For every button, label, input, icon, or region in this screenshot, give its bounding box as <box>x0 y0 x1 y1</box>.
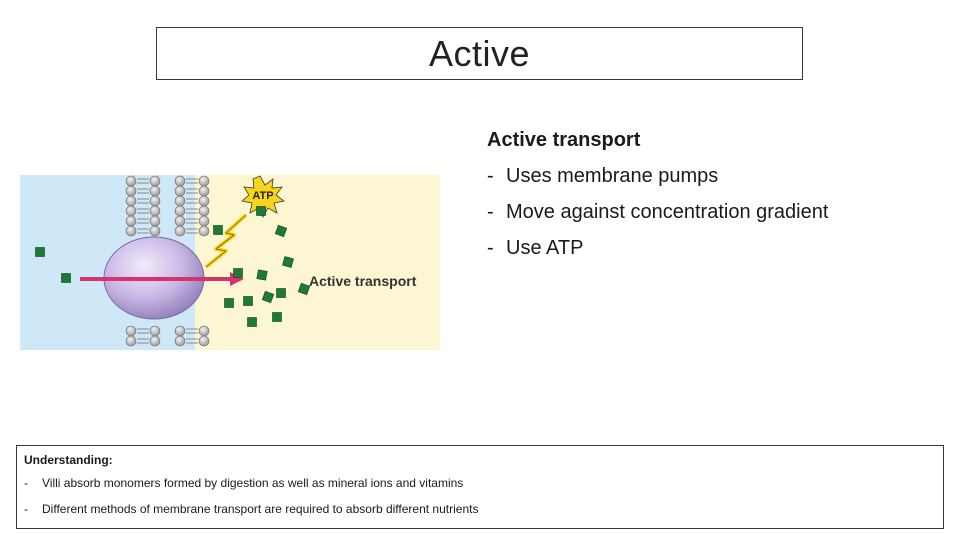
understanding-heading: Understanding: <box>24 453 113 467</box>
lipid-head <box>198 205 210 217</box>
lipid-head <box>125 195 137 207</box>
lipid-head <box>198 225 210 237</box>
lipid-head <box>149 335 161 347</box>
lipid-head <box>198 325 210 337</box>
understanding-dash: - <box>24 476 28 490</box>
understanding-item: -Different methods of membrane transport… <box>24 496 936 522</box>
lipid-head <box>174 205 186 217</box>
atp-label: ATP <box>252 190 273 202</box>
lipid-head <box>149 175 161 187</box>
lipid-head <box>149 325 161 337</box>
molecule <box>243 296 253 306</box>
lipid-head <box>198 335 210 347</box>
page-title: Active <box>428 32 531 74</box>
lipid-head <box>149 215 161 227</box>
bullet-dash: - <box>487 165 494 187</box>
lipid-head <box>198 215 210 227</box>
bullet-text: Uses membrane pumps <box>506 165 719 187</box>
molecule <box>282 256 294 268</box>
phospholipid-bilayer <box>125 175 210 347</box>
lipid-head <box>125 215 137 227</box>
bullet-item: -Use ATP <box>487 230 927 266</box>
understanding-text: Different methods of membrane transport … <box>42 502 479 516</box>
lipid-head <box>174 325 186 337</box>
lipid-head <box>149 205 161 217</box>
understanding-item: -Villi absorb monomers formed by digesti… <box>24 470 936 496</box>
molecule <box>224 298 234 308</box>
molecule <box>256 206 266 216</box>
lipid-head <box>174 335 186 347</box>
understanding-text: Villi absorb monomers formed by digestio… <box>42 476 464 490</box>
bullet-list: Active transport -Uses membrane pumps -M… <box>487 122 927 266</box>
title-box: Active <box>156 27 803 80</box>
bullet-dash: - <box>487 237 494 259</box>
lipid-head <box>198 195 210 207</box>
lipid-head <box>149 195 161 207</box>
bullet-heading: Active transport <box>487 129 641 151</box>
lipid-head <box>149 185 161 197</box>
inside-region <box>195 175 440 350</box>
lipid-head <box>174 185 186 197</box>
molecule <box>35 247 45 257</box>
lipid-head <box>125 325 137 337</box>
understanding-dash: - <box>24 502 28 516</box>
lipid-head <box>198 185 210 197</box>
molecule <box>274 224 288 238</box>
lipid-head <box>125 225 137 237</box>
molecule <box>213 225 223 235</box>
lipid-head <box>149 225 161 237</box>
molecule-group <box>35 206 311 327</box>
bullet-item: -Uses membrane pumps <box>487 158 927 194</box>
arrow-label: Active transport <box>309 273 417 289</box>
lipid-head <box>174 195 186 207</box>
lipid-head <box>174 175 186 187</box>
lipid-head <box>125 175 137 187</box>
molecule <box>61 273 71 283</box>
bullet-text: Move against concentration gradient <box>506 201 829 223</box>
molecule <box>272 312 282 322</box>
lipid-head <box>125 335 137 347</box>
bullet-item: -Move against concentration gradient <box>487 194 927 230</box>
molecule <box>256 269 268 281</box>
bullet-dash: - <box>487 201 494 223</box>
lipid-head <box>125 205 137 217</box>
bullet-text: Use ATP <box>506 237 584 259</box>
molecule <box>276 288 286 298</box>
molecule <box>233 268 243 278</box>
molecule <box>247 317 257 327</box>
active-transport-diagram: ATP Active transport <box>20 175 440 350</box>
lipid-head <box>125 185 137 197</box>
lipid-head <box>174 215 186 227</box>
lipid-head <box>198 175 210 187</box>
lipid-head <box>174 225 186 237</box>
understanding-box: Understanding: -Villi absorb monomers fo… <box>16 445 944 529</box>
molecule <box>261 290 275 304</box>
molecule <box>297 282 311 296</box>
